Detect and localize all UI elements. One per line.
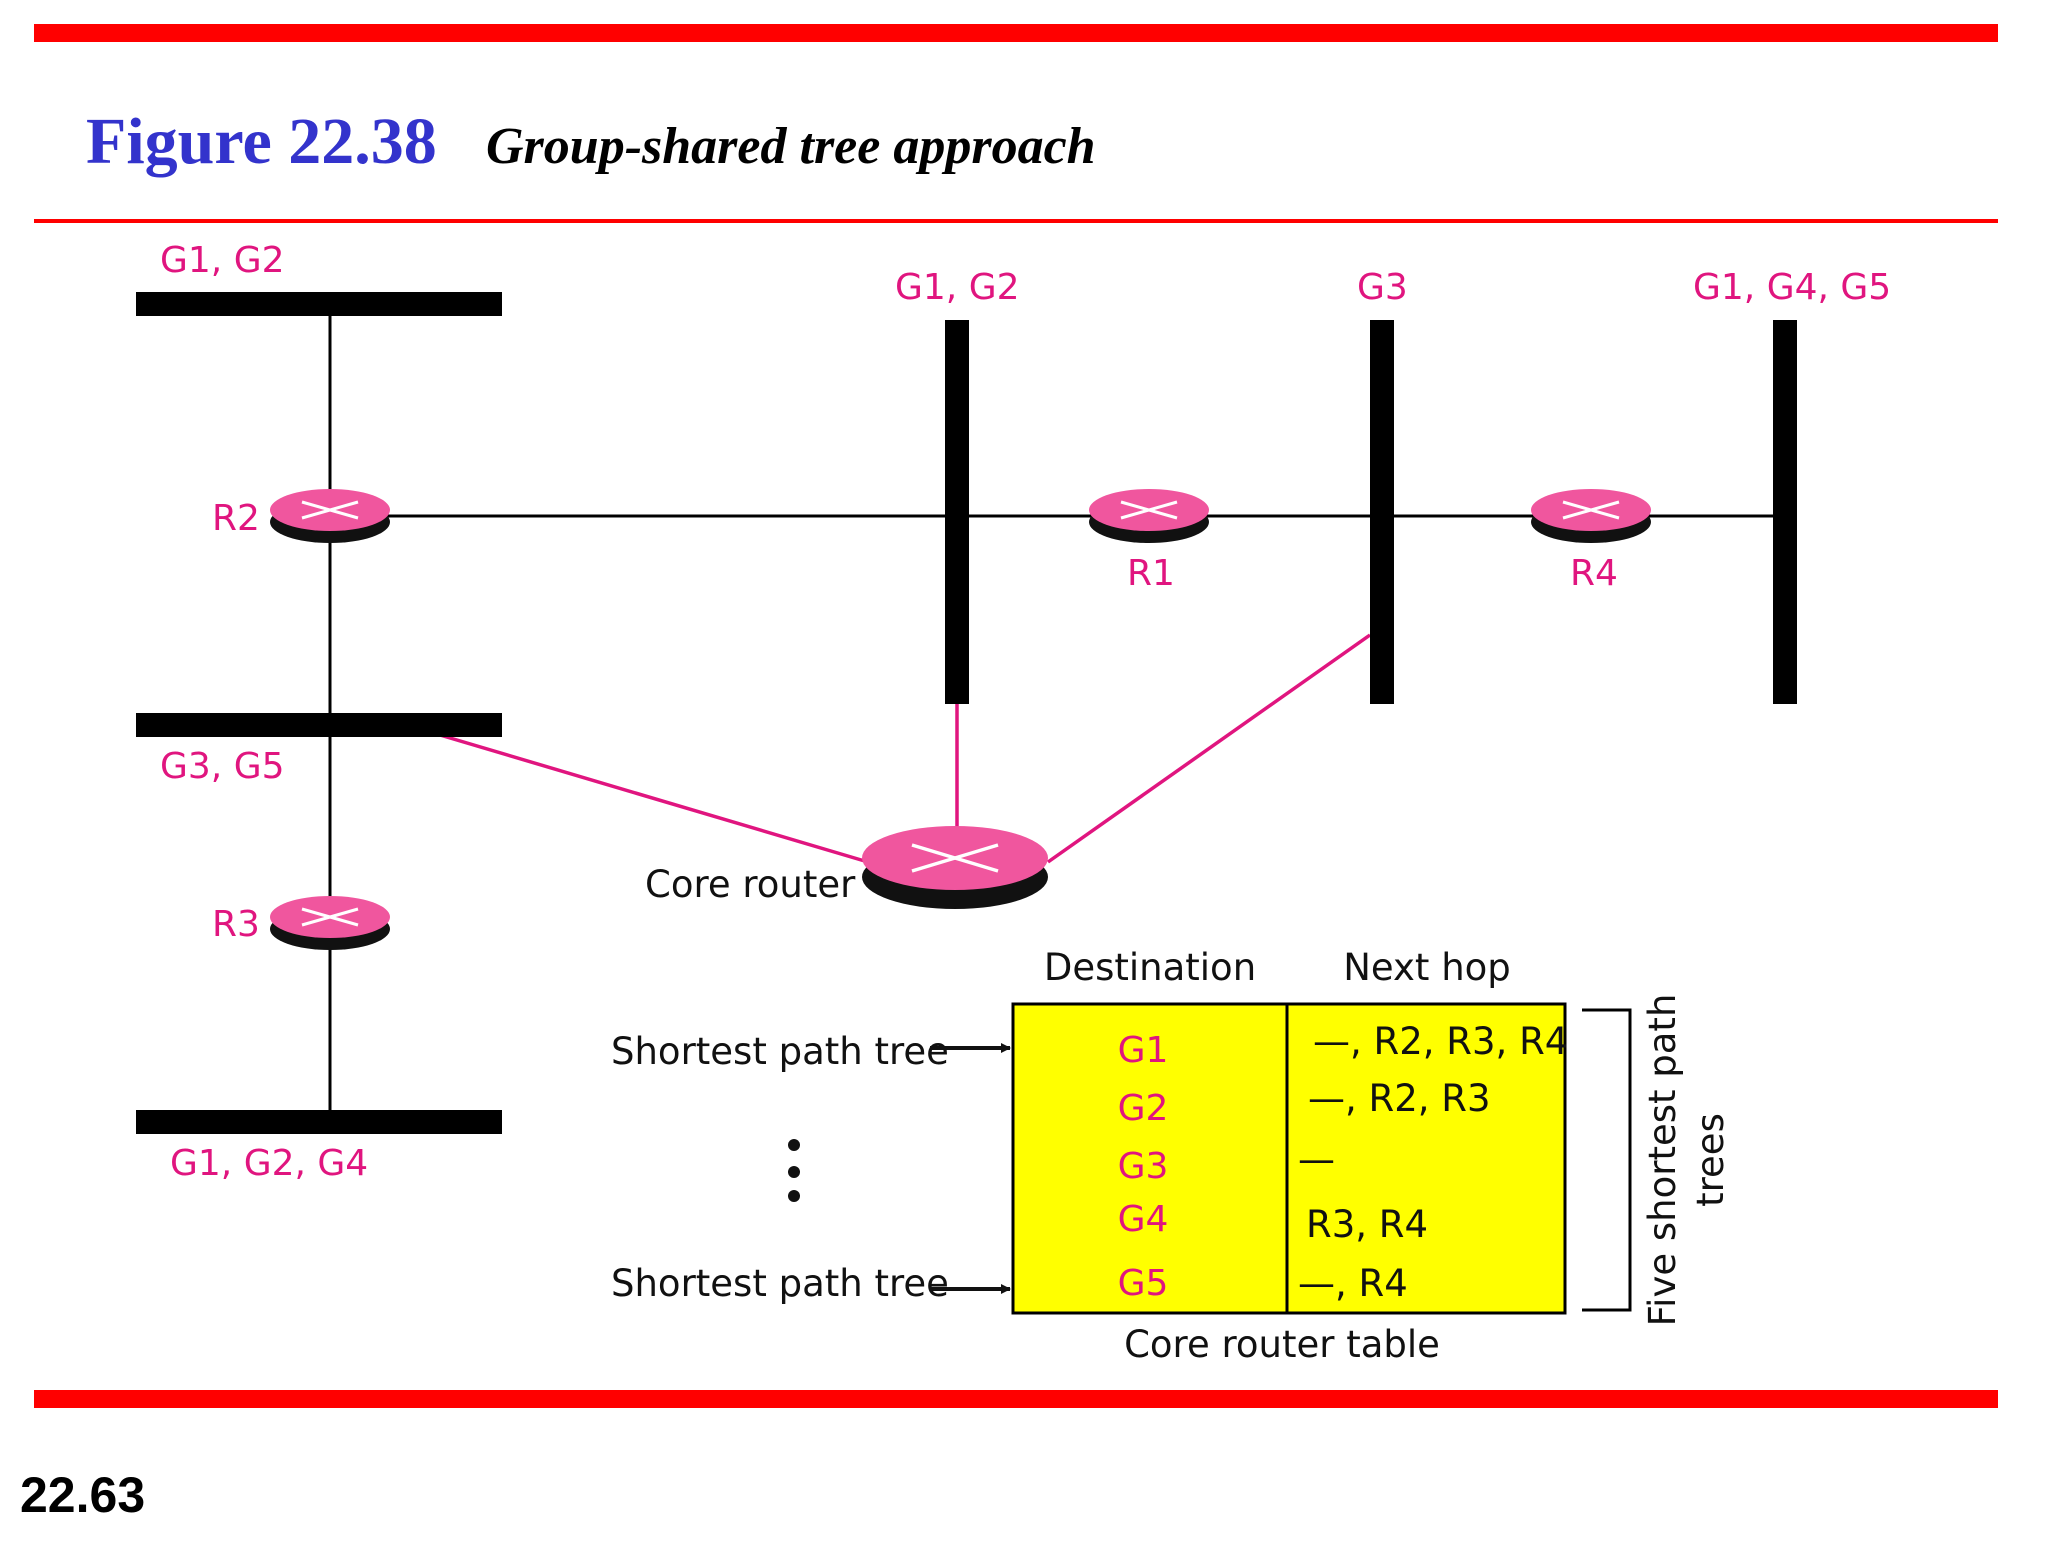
network-bar-vertical-2 bbox=[1370, 320, 1394, 704]
network-bar-vertical-1 bbox=[945, 320, 969, 704]
table-row-next-hop: —, R2, R3 bbox=[1308, 1077, 1491, 1120]
figure-caption: Group-shared tree approach bbox=[486, 118, 1096, 175]
bracket-label-line2: trees bbox=[1689, 1113, 1732, 1207]
network-bar-bottom-left bbox=[136, 1110, 502, 1134]
table-row-destination: G2 bbox=[1118, 1088, 1169, 1129]
router-cross-icon bbox=[1120, 500, 1178, 520]
table-row-next-hop: R3, R4 bbox=[1306, 1203, 1428, 1246]
vertical-ellipsis-icon bbox=[788, 1139, 800, 1202]
network-bar-mid-left bbox=[136, 713, 502, 737]
bottom-red-rule bbox=[34, 1390, 1998, 1408]
table-row-destination: G3 bbox=[1118, 1146, 1169, 1187]
router-label-r2: R2 bbox=[212, 498, 260, 539]
network-label-vertical-3: G1, G4, G5 bbox=[1693, 267, 1891, 308]
router-label-r4: R4 bbox=[1570, 553, 1618, 594]
router-label-r3: R3 bbox=[212, 904, 260, 945]
network-label-bottom-left: G1, G2, G4 bbox=[170, 1143, 368, 1184]
table-row-next-hop: — bbox=[1298, 1138, 1335, 1181]
router-cross-icon bbox=[301, 500, 359, 520]
network-label-top-left: G1, G2 bbox=[160, 240, 285, 281]
core-router bbox=[862, 826, 1048, 909]
table-row-next-hop: —, R4 bbox=[1298, 1262, 1408, 1305]
network-bar-top-left bbox=[136, 292, 502, 316]
table-caption: Core router table bbox=[1124, 1323, 1440, 1366]
figure-number: Figure 22.38 bbox=[86, 105, 437, 178]
network-label-mid-left: G3, G5 bbox=[160, 746, 285, 787]
links bbox=[328, 304, 1780, 1120]
router-cross-icon bbox=[301, 907, 359, 927]
core-router-table bbox=[1011, 1002, 1567, 1315]
network-bar-vertical-3 bbox=[1773, 320, 1797, 704]
router-r3 bbox=[270, 896, 390, 950]
core-router-label: Core router bbox=[645, 863, 856, 906]
network-label-vertical-1: G1, G2 bbox=[895, 267, 1020, 308]
router-r2 bbox=[270, 489, 390, 543]
table-row-destination: G1 bbox=[1118, 1030, 1169, 1071]
router-cross-icon bbox=[911, 843, 999, 873]
bracket-label-line1: Five shortest path bbox=[1641, 994, 1684, 1327]
table-row-destination: G4 bbox=[1118, 1199, 1169, 1240]
table-rows: G1 —, R2, R3, R4 G2 —, R2, R3 G3 — G4 R3… bbox=[1118, 1020, 1569, 1305]
table-row-next-hop: —, R2, R3, R4 bbox=[1313, 1020, 1568, 1063]
slide-number: 22.63 bbox=[20, 1467, 145, 1523]
table-row-destination: G5 bbox=[1118, 1263, 1169, 1304]
top-red-rule bbox=[34, 24, 1998, 42]
arrow-label-top: Shortest path tree bbox=[611, 1030, 949, 1073]
network-label-vertical-2: G3 bbox=[1357, 267, 1408, 308]
bracket bbox=[1582, 1008, 1632, 1312]
router-r4 bbox=[1531, 489, 1651, 543]
title-red-rule bbox=[34, 219, 1998, 223]
router-label-r1: R1 bbox=[1127, 553, 1175, 594]
arrow-label-bottom: Shortest path tree bbox=[611, 1262, 949, 1305]
router-cross-icon bbox=[1562, 500, 1620, 520]
router-r1 bbox=[1089, 489, 1209, 543]
core-links bbox=[439, 633, 1372, 864]
table-header-next-hop: Next hop bbox=[1343, 946, 1511, 989]
table-header-destination: Destination bbox=[1044, 946, 1256, 989]
